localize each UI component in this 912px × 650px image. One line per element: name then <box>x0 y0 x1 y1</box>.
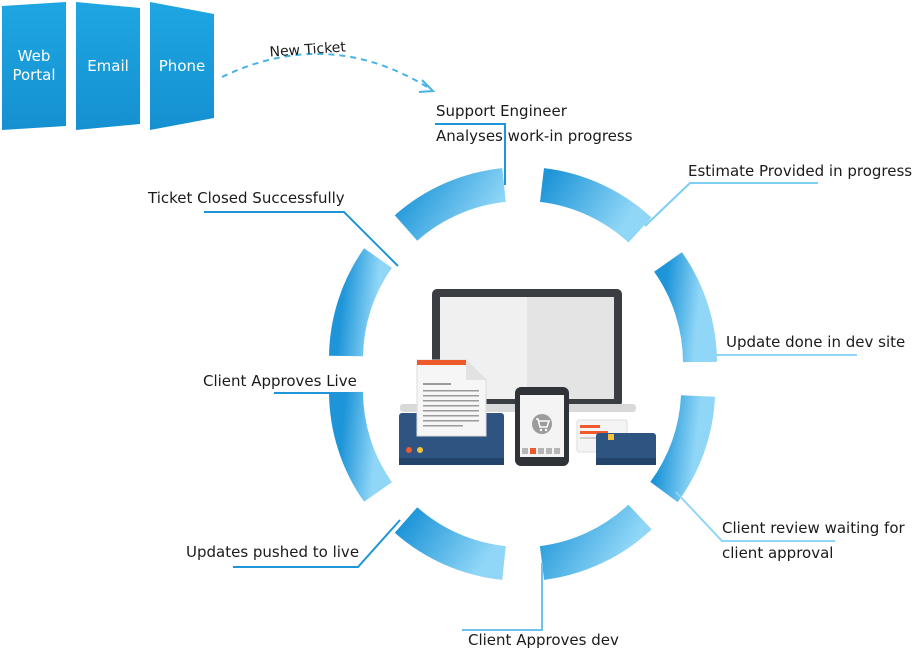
channel-web-portal: Web Portal <box>2 2 66 130</box>
new-ticket-label: New Ticket <box>269 39 347 60</box>
channel-phone: Phone <box>150 2 214 130</box>
ring-segment <box>329 391 393 502</box>
ring-segment <box>539 168 652 243</box>
channel-label: Email <box>87 57 129 75</box>
connector-lines <box>204 123 857 631</box>
channel-email: Email <box>76 2 140 130</box>
channel-label-line2: Portal <box>12 66 55 84</box>
computer-devices-icon <box>399 289 656 466</box>
stage-updates-live: Updates pushed to live <box>186 543 359 561</box>
stage-update-dev: Update done in dev site <box>726 333 905 351</box>
stage-client-review-line1: Client review waiting for <box>722 519 905 537</box>
stage-client-approves-live: Client Approves Live <box>203 372 357 390</box>
ring-segment <box>653 252 717 363</box>
ring-segment <box>329 248 393 357</box>
ring-segment <box>539 504 652 580</box>
stage-client-review-line2: client approval <box>722 544 833 562</box>
stage-labels: Support Engineer Analyses work-in progre… <box>147 102 912 649</box>
channel-label: Phone <box>159 57 205 75</box>
stage-ticket-closed: Ticket Closed Successfully <box>147 189 345 207</box>
workflow-ring <box>329 168 717 580</box>
ring-segment <box>394 506 507 580</box>
ring-segment <box>394 168 507 242</box>
stage-client-approves-dev: Client Approves dev <box>468 631 619 649</box>
stage-support-engineer-title: Support Engineer <box>436 102 568 120</box>
new-ticket-arrow: New Ticket <box>221 39 436 93</box>
channel-label-line1: Web <box>18 47 51 65</box>
stage-support-engineer-status: Analyses work-in progress <box>436 127 633 145</box>
stage-estimate: Estimate Provided in progress <box>688 162 912 180</box>
ring-segment <box>650 394 715 503</box>
